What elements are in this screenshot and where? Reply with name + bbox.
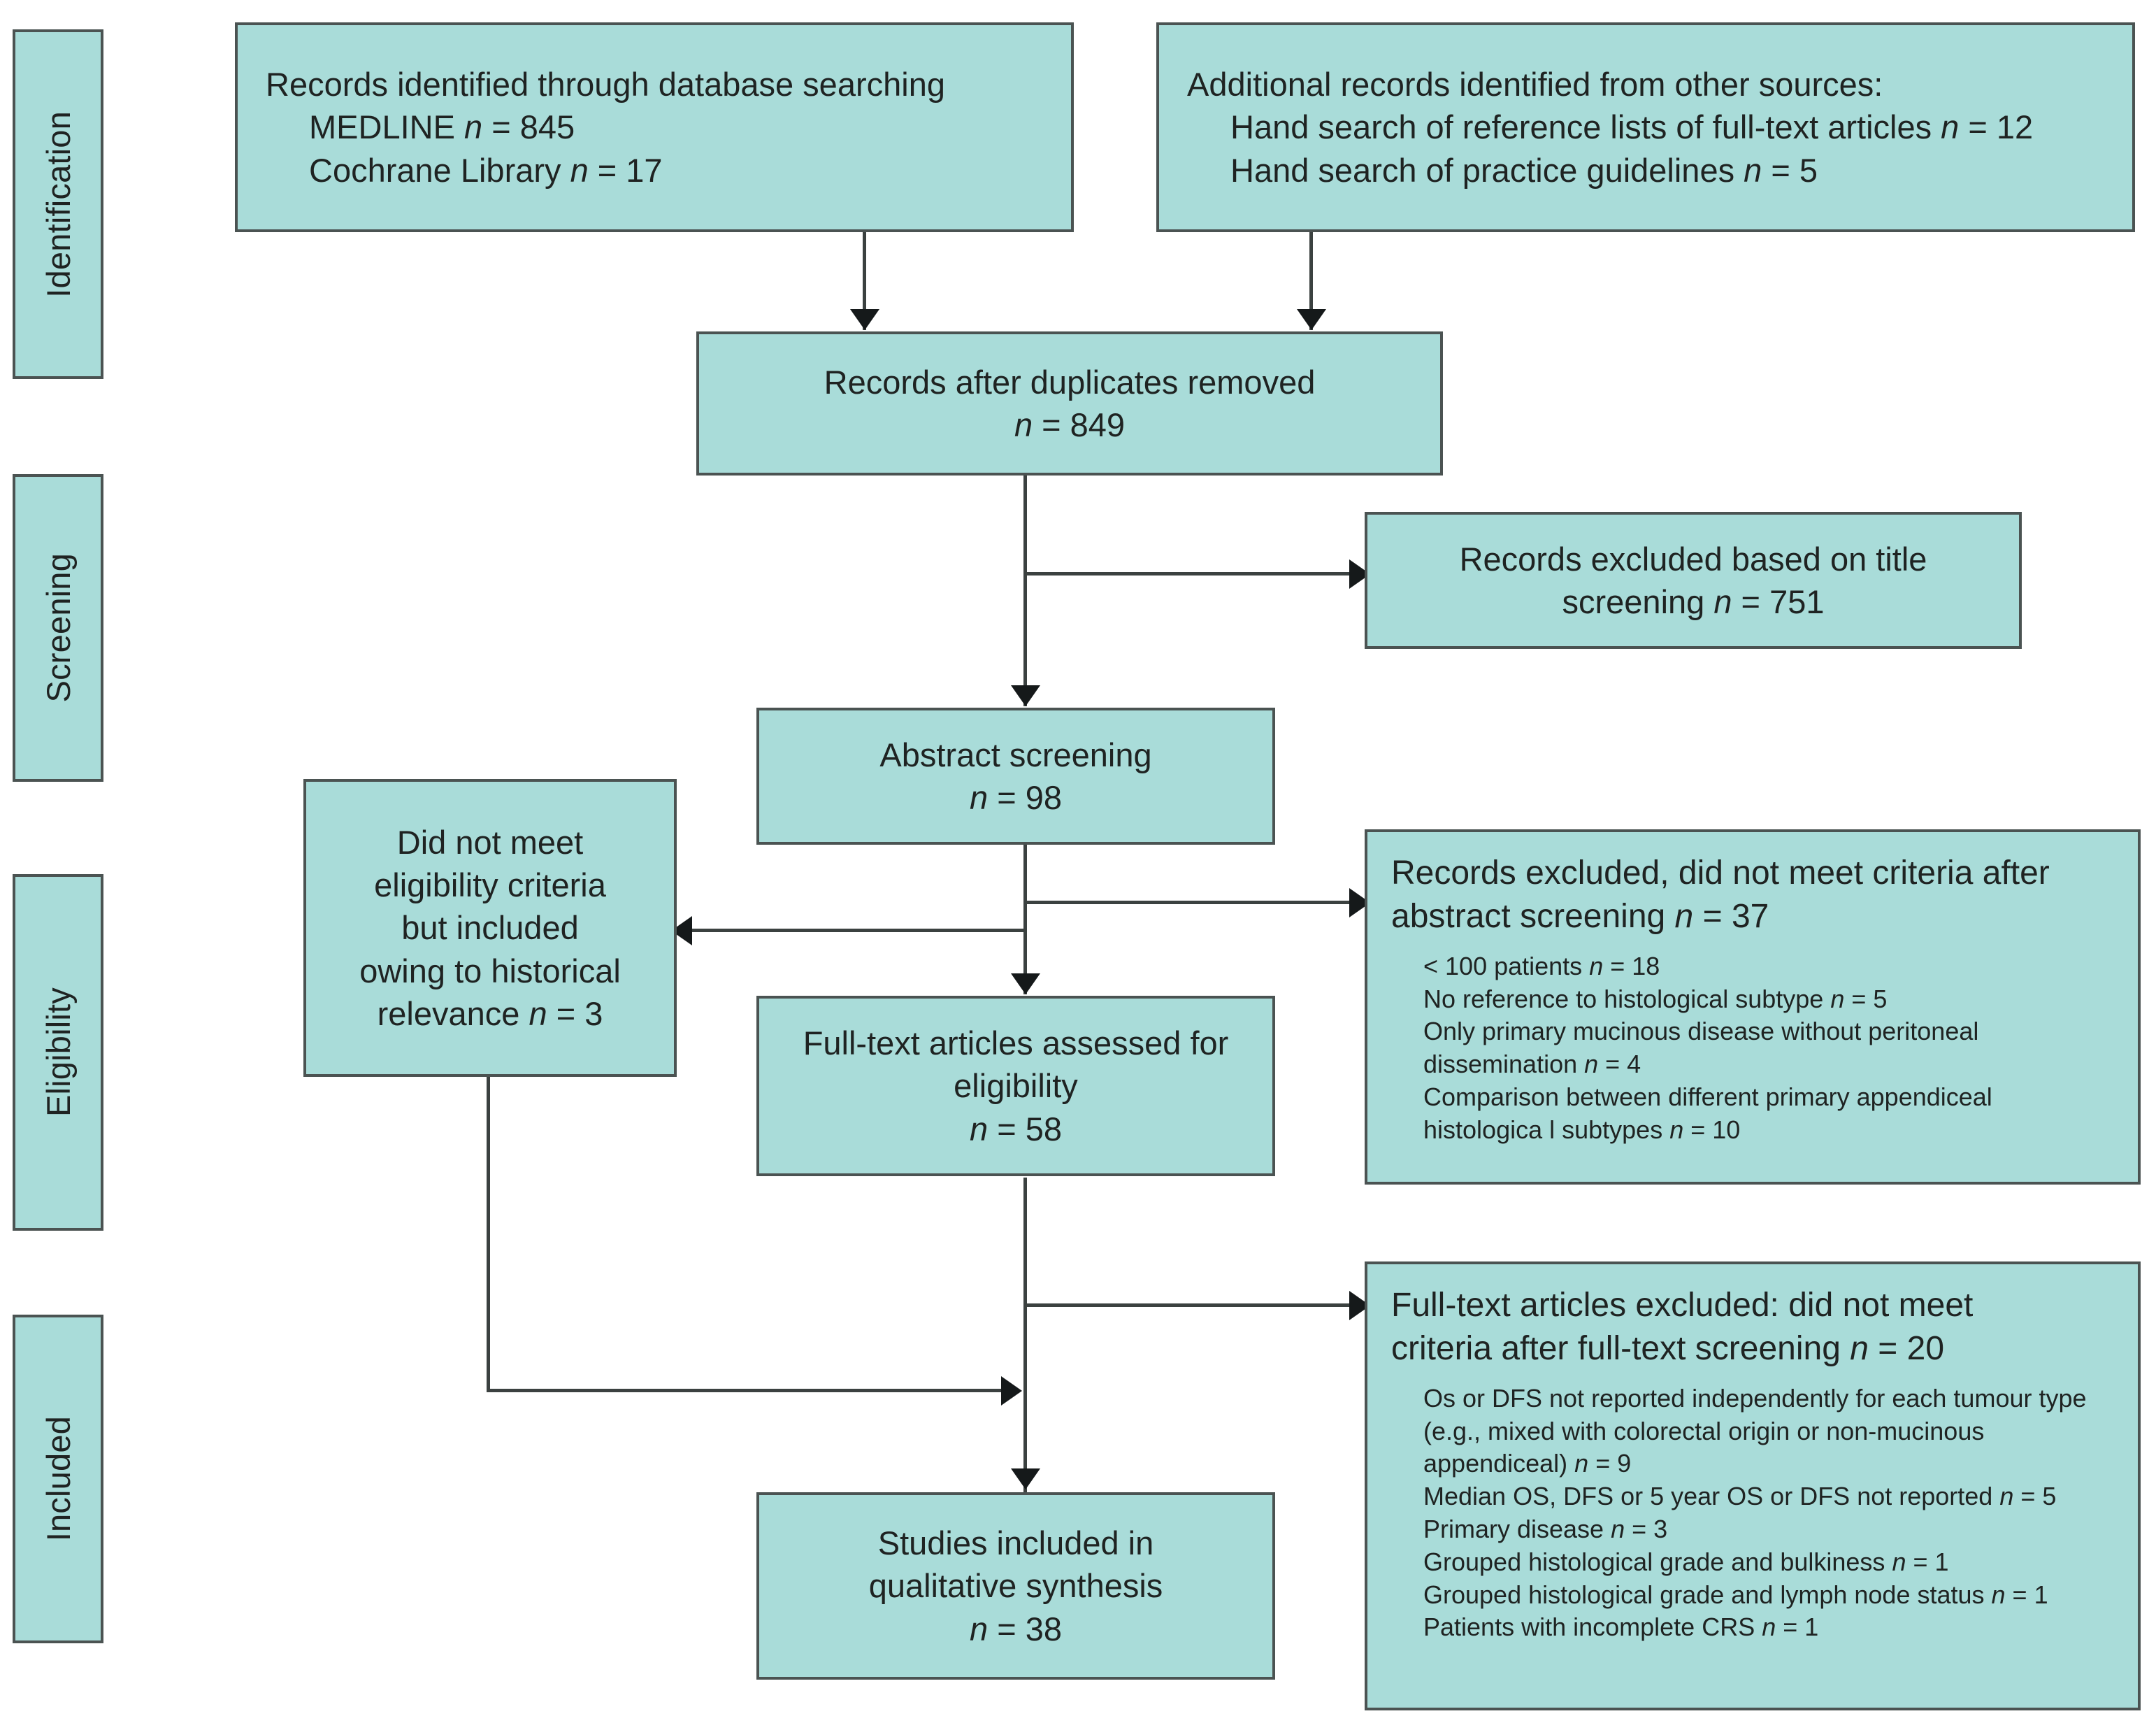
box-studies-included-line2: qualitative synthesis xyxy=(868,1567,1163,1605)
box-historical-relevance: Did not meet eligibility criteria but in… xyxy=(303,779,677,1077)
connector-to-abstract-excluded xyxy=(1023,901,1352,904)
box-records-excluded-title-screening: Records excluded based on title screenin… xyxy=(1365,512,2022,649)
box-records-after-duplicates-removed-count: n = 849 xyxy=(1014,406,1126,443)
box-records-excluded-title-screening-line2: screening n = 751 xyxy=(1562,583,1825,620)
box-studies-included-qualitative-synthesis: Studies included in qualitative synthesi… xyxy=(756,1492,1275,1680)
box-records-excluded-abstract-screening-reason-1: No reference to histological subtype n =… xyxy=(1423,984,1888,1013)
stage-label-included-text: Included xyxy=(39,1416,77,1542)
box-records-excluded-abstract-screening-reason-0: < 100 patients n = 18 xyxy=(1423,951,1660,980)
stage-label-identification-text: Identification xyxy=(39,110,77,298)
stage-label-eligibility: Eligibility xyxy=(13,874,103,1231)
arrowhead-fulltext-to-included xyxy=(1011,1468,1040,1489)
box-fulltext-articles-excluded-line2: criteria after full-text screening n = 2… xyxy=(1391,1330,1945,1368)
connector-duplicates-to-abstract xyxy=(1023,474,1027,706)
box-historical-relevance-line-4: relevance n = 3 xyxy=(377,994,603,1032)
box-fulltext-assessed-eligibility-count: n = 58 xyxy=(970,1110,1062,1148)
connector-other-to-duplicates xyxy=(1309,231,1313,330)
connector-to-fulltext-excluded xyxy=(1023,1303,1352,1307)
arrowhead-db-to-duplicates xyxy=(850,309,879,330)
box-records-identified-other-sources-line-1: Hand search of practice guidelines n = 5 xyxy=(1230,151,1818,189)
box-historical-relevance-line-0: Did not meet xyxy=(396,824,584,862)
box-fulltext-assessed-eligibility: Full-text articles assessed for eligibil… xyxy=(756,996,1275,1176)
box-records-after-duplicates-removed-title: Records after duplicates removed xyxy=(824,363,1316,401)
box-records-identified-database-line-0: MEDLINE n = 845 xyxy=(309,108,575,146)
box-historical-relevance-line-3: owing to historical xyxy=(359,952,621,989)
arrowhead-duplicates-to-abstract xyxy=(1011,685,1040,706)
connector-historical-down xyxy=(487,1077,490,1392)
box-records-excluded-abstract-screening-reason-2: Only primary mucinous disease without pe… xyxy=(1423,1017,1979,1079)
box-fulltext-articles-excluded-reason-1: Median OS, DFS or 5 year OS or DFS not r… xyxy=(1423,1482,2057,1511)
box-records-excluded-abstract-screening-reason-3: Comparison between different primary app… xyxy=(1423,1082,1992,1144)
arrowhead-other-to-duplicates xyxy=(1297,309,1326,330)
box-studies-included-line1: Studies included in xyxy=(877,1524,1154,1562)
box-fulltext-assessed-eligibility-line2: eligibility xyxy=(954,1067,1078,1105)
connector-db-to-duplicates xyxy=(863,231,866,330)
connector-fulltext-to-included xyxy=(1023,1178,1027,1494)
box-fulltext-articles-excluded-reason-3: Grouped histological grade and bulkiness… xyxy=(1423,1547,1949,1576)
box-fulltext-articles-excluded-reason-0: Os or DFS not reported independently for… xyxy=(1423,1383,2087,1478)
box-fulltext-articles-excluded-reason-2: Primary disease n = 3 xyxy=(1423,1514,1668,1543)
box-fulltext-articles-excluded-reason-4: Grouped histological grade and lymph nod… xyxy=(1423,1580,2048,1609)
box-abstract-screening-title: Abstract screening xyxy=(879,736,1152,773)
connector-historical-right xyxy=(487,1389,1004,1392)
box-abstract-screening: Abstract screening n = 98 xyxy=(756,708,1275,845)
box-records-after-duplicates-removed: Records after duplicates removed n = 849 xyxy=(696,331,1443,476)
box-fulltext-articles-excluded: Full-text articles excluded: did not mee… xyxy=(1365,1261,2141,1710)
stage-label-screening-text: Screening xyxy=(39,553,77,703)
box-records-excluded-abstract-screening-line2: abstract screening n = 37 xyxy=(1391,898,1769,936)
box-records-excluded-title-screening-line1: Records excluded based on title xyxy=(1459,540,1927,578)
arrowhead-abstract-to-fulltext xyxy=(1011,973,1040,994)
stage-label-identification: Identification xyxy=(13,29,103,379)
box-records-identified-other-sources: Additional records identified from other… xyxy=(1156,22,2135,232)
box-abstract-screening-count: n = 98 xyxy=(970,779,1062,816)
box-historical-relevance-line-1: eligibility criteria xyxy=(374,866,606,904)
box-fulltext-articles-excluded-reason-5: Patients with incomplete CRS n = 1 xyxy=(1423,1613,1819,1642)
arrowhead-historical-to-spine xyxy=(1001,1376,1022,1406)
box-records-excluded-abstract-screening: Records excluded, did not meet criteria … xyxy=(1365,829,2141,1185)
box-records-identified-database-title: Records identified through database sear… xyxy=(266,66,945,103)
box-records-identified-other-sources-line-0: Hand search of reference lists of full-t… xyxy=(1230,108,2034,146)
box-records-identified-database: Records identified through database sear… xyxy=(235,22,1074,232)
box-records-excluded-abstract-screening-line1: Records excluded, did not meet criteria … xyxy=(1391,855,2050,892)
box-records-identified-other-sources-title: Additional records identified from other… xyxy=(1187,66,1883,103)
box-studies-included-count: n = 38 xyxy=(970,1610,1062,1647)
box-fulltext-assessed-eligibility-line1: Full-text articles assessed for xyxy=(803,1024,1229,1062)
connector-abstract-to-fulltext xyxy=(1023,842,1027,994)
box-fulltext-articles-excluded-line1: Full-text articles excluded: did not mee… xyxy=(1391,1287,1974,1324)
stage-label-included: Included xyxy=(13,1315,103,1643)
stage-label-screening: Screening xyxy=(13,474,103,782)
box-records-identified-database-line-1: Cochrane Library n = 17 xyxy=(309,151,663,189)
stage-label-eligibility-text: Eligibility xyxy=(39,987,77,1117)
connector-to-historical-relevance xyxy=(692,929,1026,932)
connector-to-title-excluded xyxy=(1023,572,1352,576)
box-historical-relevance-line-2: but included xyxy=(401,909,579,947)
